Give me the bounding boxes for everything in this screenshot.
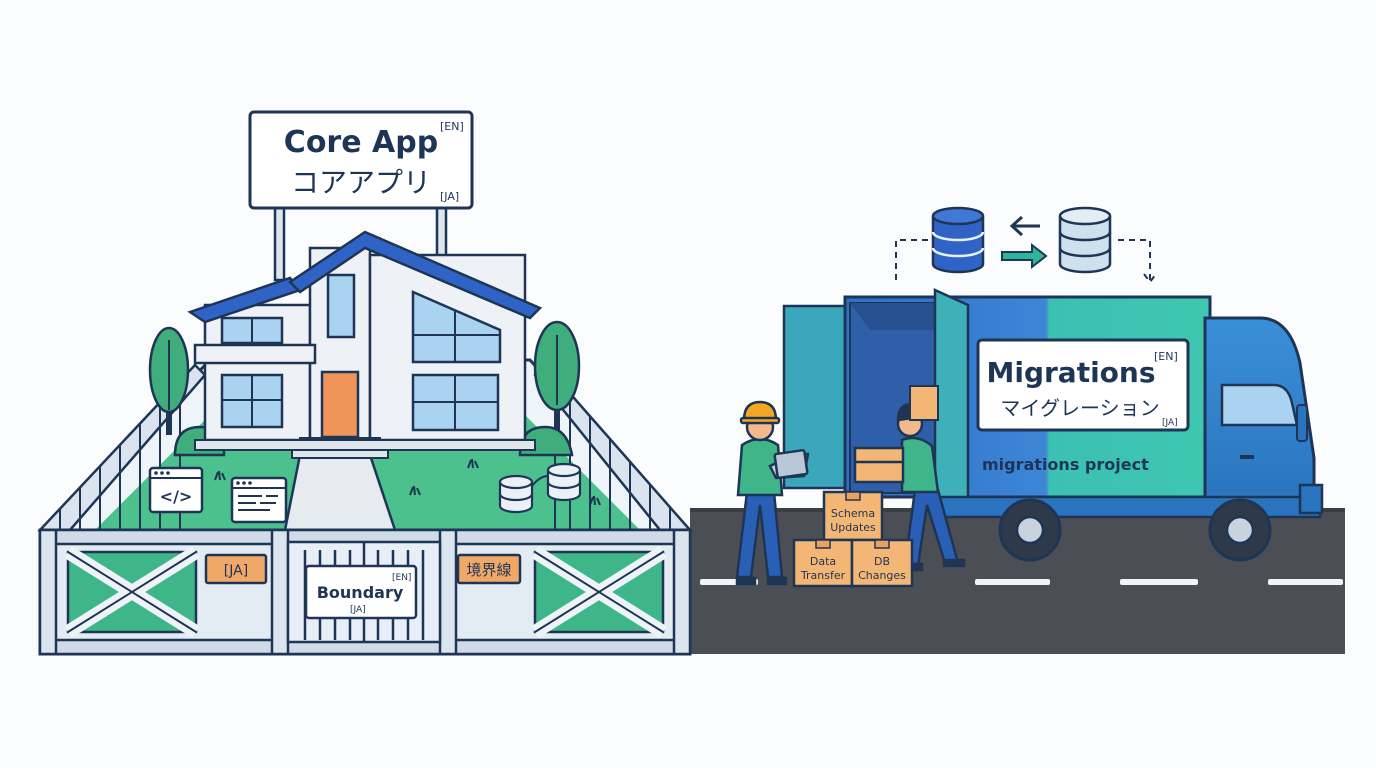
plaque-right-label: 境界線 [466, 561, 511, 579]
svg-text:</>: </> [160, 487, 193, 506]
database-icon [498, 462, 582, 514]
box-schema-line2: Updates [830, 521, 876, 534]
migrations-sign: Migrations マイグレーション [EN] [JA] [976, 338, 1190, 432]
wheel-front [1208, 498, 1272, 562]
plaque-left-label: [JA] [224, 563, 248, 579]
dashed-link-right [1118, 239, 1157, 284]
document-window-icon [230, 476, 288, 524]
box-data-line1: Data [810, 555, 836, 568]
database-swap [895, 206, 1157, 285]
fence-panel-left [64, 546, 200, 638]
core-app-tag-en: [EN] [440, 120, 464, 133]
box-data-transfer: Data Transfer [792, 538, 854, 588]
migrations-title: Migrations [986, 356, 1155, 389]
core-app-tag-ja: [JA] [440, 190, 459, 203]
fence-panel-right [531, 546, 667, 638]
house [187, 230, 543, 459]
box-data-line2: Transfer [800, 569, 846, 582]
box-db-line2: Changes [858, 569, 906, 582]
box-db-changes: DB Changes [850, 538, 914, 588]
tree-left [148, 326, 190, 435]
dashed-link-left [895, 239, 928, 285]
box-schema-updates: Schema Updates [822, 490, 884, 542]
migrations-title-ja: マイグレーション [1000, 396, 1159, 420]
core-app-sign: Core App コアアプリ [EN] [JA] [248, 110, 474, 210]
migrations-tag-en: [EN] [1154, 350, 1178, 363]
box-db-line1: DB [874, 555, 890, 568]
tree-right [533, 320, 581, 430]
boundary-sign: Boundary [EN] [JA] [304, 564, 418, 620]
front-fence: [JA] 境界線 Boundary [EN] [JA] [38, 528, 692, 656]
boundary-tag-ja: [JA] [350, 605, 366, 615]
wheel-rear [998, 498, 1062, 562]
core-app-title-ja: コアアプリ [291, 166, 431, 199]
migrations-project-label: migrations project [982, 455, 1149, 474]
code-window-icon: </> [148, 466, 204, 514]
plaque-left: [JA] [204, 553, 268, 585]
boundary-title: Boundary [317, 583, 404, 602]
migrations-tag-ja: [JA] [1162, 418, 1178, 428]
cargo-boxes-in-truck [909, 385, 939, 421]
database-right-icon [1058, 206, 1112, 274]
database-left-icon [931, 206, 985, 274]
plaque-right: 境界線 [456, 553, 522, 585]
swap-arrows-icon [1001, 215, 1048, 270]
boundary-tag-en: [EN] [392, 573, 411, 583]
box-stack: Schema Updates Data Transfer DB Changes [792, 490, 914, 588]
worker-with-tablet [735, 400, 810, 586]
truck: Migrations マイグレーション [EN] [JA] migrations… [782, 288, 1324, 562]
core-app-title: Core App [284, 125, 438, 160]
box-schema-line1: Schema [831, 507, 875, 520]
